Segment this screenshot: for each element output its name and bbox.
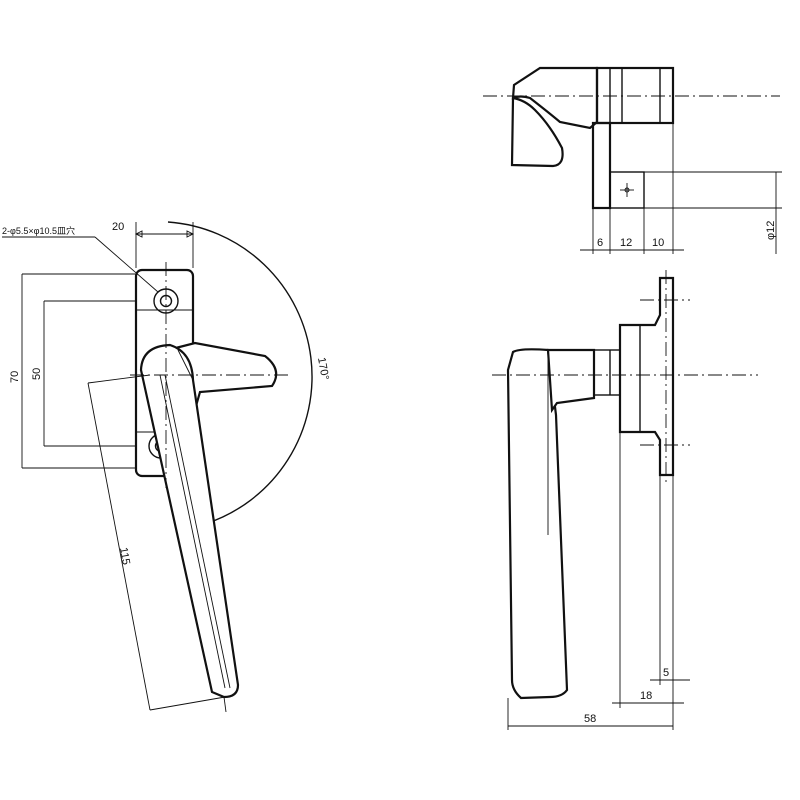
- hole-note: 2-φ5.5×φ10.5皿穴: [2, 225, 75, 236]
- top-shaft: [609, 171, 645, 209]
- dim-top-6: 6: [597, 237, 603, 249]
- top-hook: [511, 66, 599, 130]
- dim-length-115: 115: [117, 546, 132, 565]
- top-plate: [591, 121, 612, 210]
- top-grip: [510, 96, 564, 168]
- dim-side-5: 5: [663, 667, 669, 679]
- dim-side-58: 58: [584, 713, 596, 725]
- dim-top-12: 12: [620, 237, 632, 249]
- dim-diameter-12: φ12: [765, 221, 777, 240]
- side-arm: [546, 348, 596, 414]
- dim-height-50: 50: [31, 368, 43, 380]
- side-handle: [506, 348, 569, 700]
- dim-width-20: 20: [112, 221, 124, 233]
- top-body: [595, 66, 675, 125]
- dim-top-10: 10: [652, 237, 664, 249]
- dim-side-18: 18: [640, 690, 652, 702]
- side-plate: [618, 276, 675, 477]
- swing-arc: [167, 221, 313, 525]
- dim-height-70: 70: [9, 371, 21, 383]
- lever-arm: [139, 343, 240, 699]
- side-view: 5 18 58: [492, 270, 758, 730]
- front-view: 20 2-φ5.5×φ10.5皿穴 70 50 115 170°: [2, 221, 331, 713]
- top-view: 6 12 10 φ12: [483, 66, 782, 254]
- dim-angle-170: 170°: [315, 356, 331, 381]
